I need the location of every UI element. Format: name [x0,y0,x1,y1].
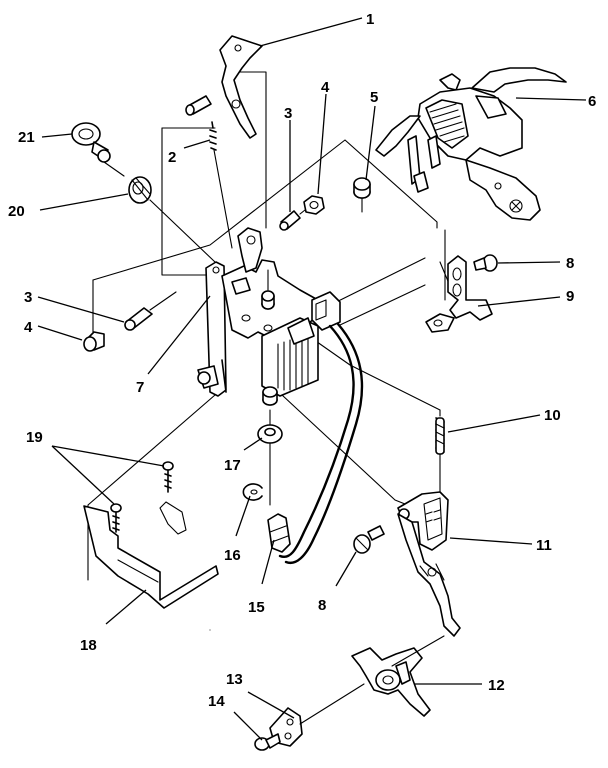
part-1-lever [219,35,263,139]
connecting-lever [397,513,461,637]
label-part-9: 9 [566,288,574,305]
part-8-screw-upper [473,254,498,272]
part-19-screws [110,461,174,533]
label-part-5: 5 [370,89,378,106]
part-9-bracket [425,255,493,333]
part-labels: 1 2 3 4 5 6 21 20 8 9 3 4 7 10 19 17 16 … [8,11,596,710]
label-part-4-lower: 4 [24,319,33,336]
part-4-nut-lower [83,331,105,352]
part-15-connector [267,513,291,553]
part-8-screw-lower [353,525,385,554]
label-part-17: 17 [224,457,241,474]
part-13-plate [269,683,365,747]
part-21-knob [71,122,125,177]
part-3-link-lower [124,291,177,331]
label-part-3-lower: 3 [24,289,32,306]
part-4-nut-upper [303,195,325,215]
part-14-screw [254,733,281,751]
part-2-spring [209,121,233,249]
part-18-cover [83,501,219,609]
label-part-19: 19 [26,429,43,446]
label-part-15: 15 [248,599,265,616]
label-part-20: 20 [8,203,25,220]
part-6-assembly [375,67,567,221]
label-part-21: 21 [18,129,35,146]
label-part-8-lower: 8 [318,597,326,614]
part-17-washer [257,424,283,444]
solenoid-coil [261,291,341,406]
label-part-18: 18 [80,637,97,654]
frame-pin [261,269,275,310]
label-part-3-upper: 3 [284,105,292,122]
part-12-cam-lever [351,635,445,717]
pin-roller [185,95,212,116]
label-part-10: 10 [544,407,561,424]
label-part-11: 11 [536,537,552,554]
label-part-13: 13 [226,671,243,688]
label-part-7: 7 [136,379,144,396]
part-16-e-ring [242,483,263,501]
label-part-16: 16 [224,547,241,564]
label-part-1: 1 [366,11,374,28]
part-20-bushing [128,176,216,263]
label-part-12: 12 [488,677,505,694]
label-part-6: 6 [588,93,596,110]
leader-lines [37,17,587,741]
label-part-14: 14 [208,693,225,710]
part-3-link-upper [279,205,311,231]
label-part-8-upper: 8 [566,255,574,272]
wire-leads [278,322,364,565]
label-part-2: 2 [168,149,176,166]
part-5-stop [353,177,371,213]
part-10-spring [435,409,445,495]
label-part-4-upper: 4 [321,79,330,96]
